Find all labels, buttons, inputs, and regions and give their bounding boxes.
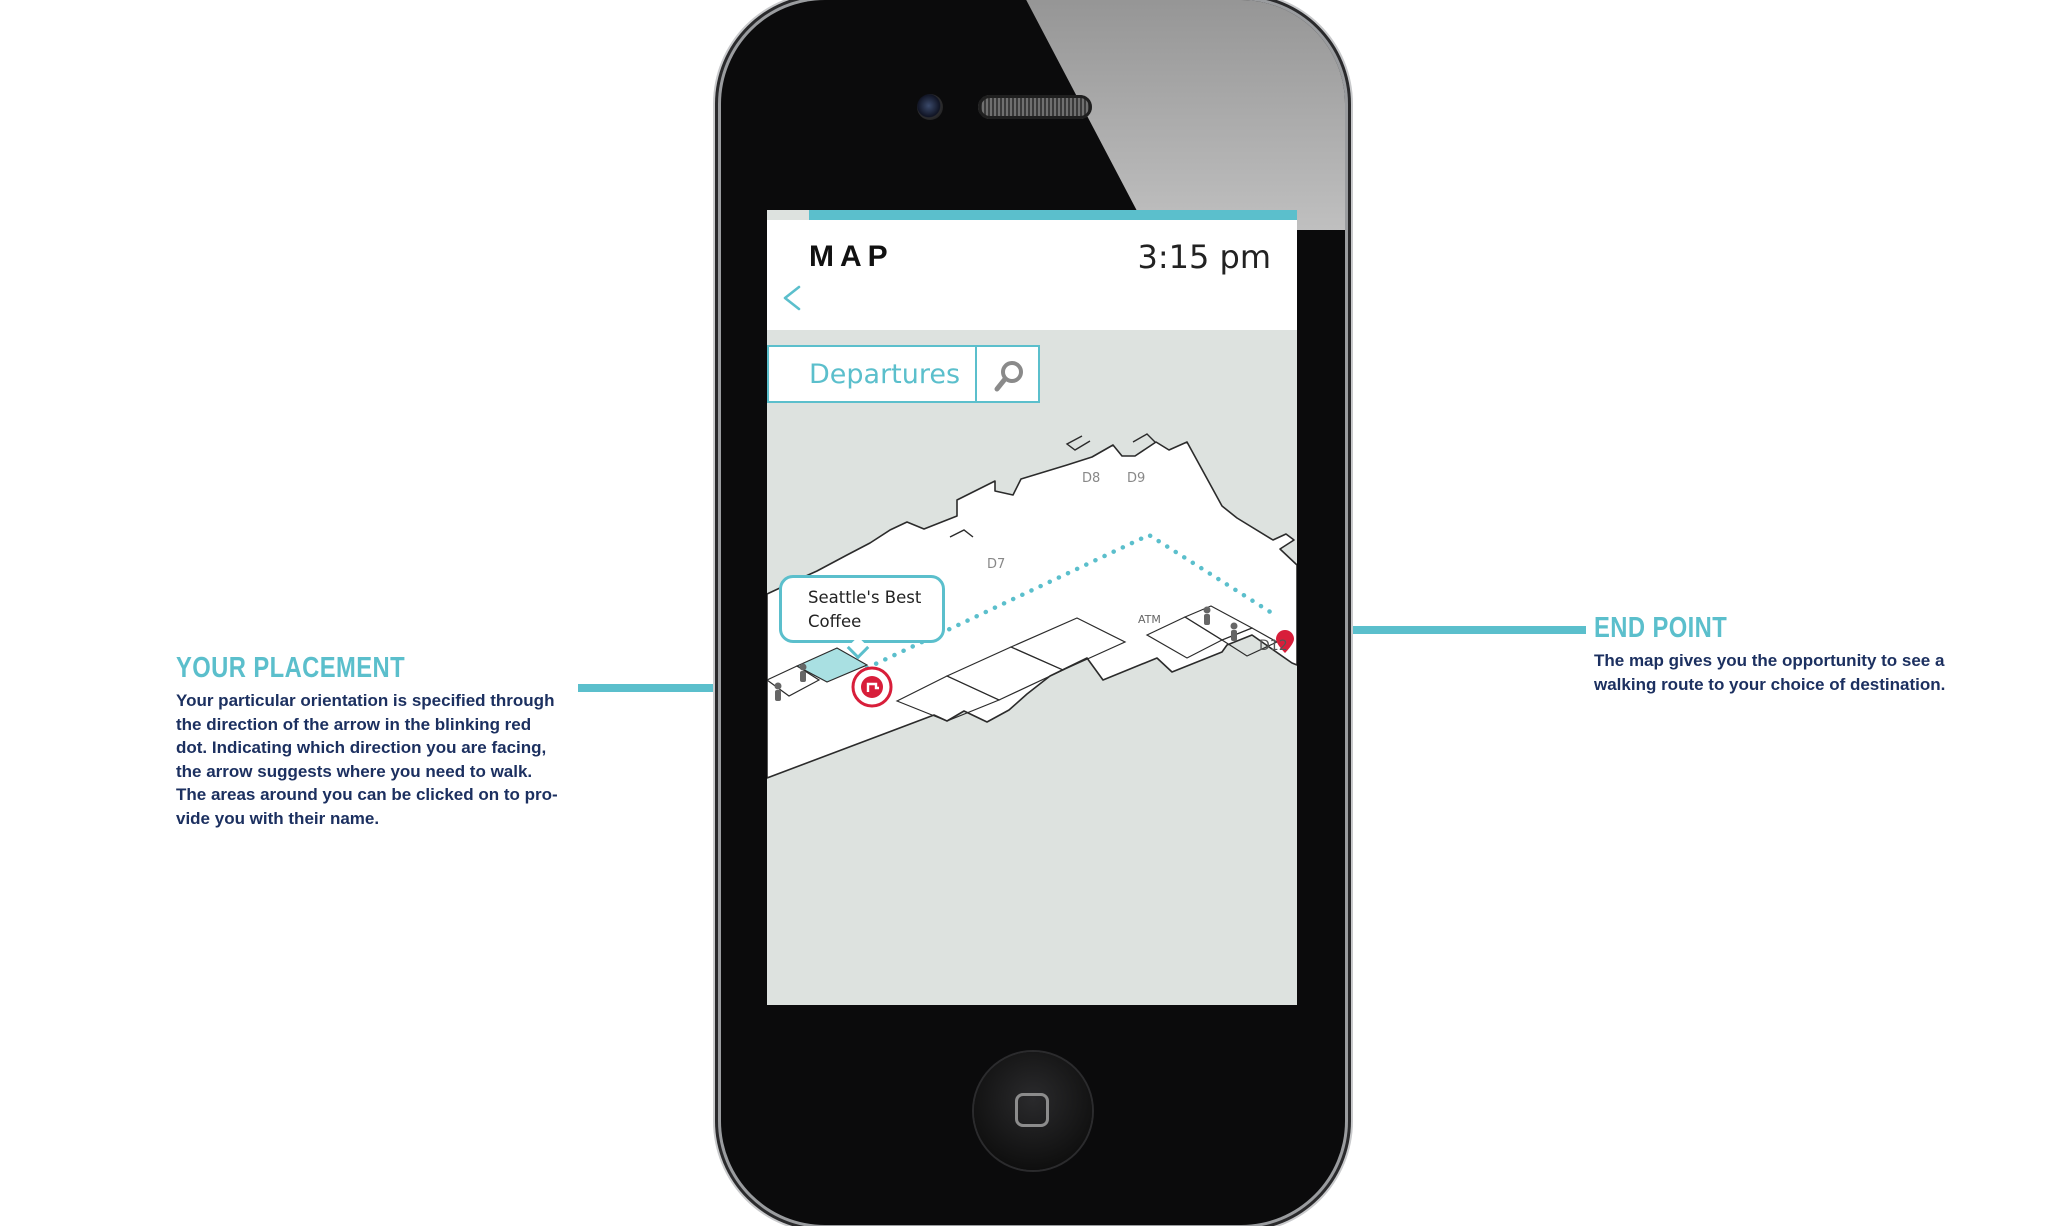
- annotation-line: The map gives you the opportunity to see…: [1594, 651, 1945, 670]
- clock-time: 3:15 pm: [1137, 238, 1271, 276]
- earpiece-speaker: [978, 95, 1092, 119]
- gate-label-d8[interactable]: D8: [1082, 471, 1100, 486]
- annotation-line: The areas around you can be clicked on t…: [176, 785, 558, 804]
- person-icon: [1203, 606, 1211, 625]
- atm-label[interactable]: ATM: [1138, 613, 1161, 626]
- person-icon: [774, 682, 782, 701]
- search-input[interactable]: [767, 345, 977, 403]
- mute-switch: [715, 108, 723, 160]
- poi-seattles-best-coffee-area[interactable]: [795, 647, 869, 683]
- person-icon: [1230, 622, 1238, 641]
- search-icon: [994, 361, 1023, 392]
- poi-callout[interactable]: Seattle's Best Coffee: [779, 575, 945, 643]
- gate-label-d12[interactable]: D12: [1259, 638, 1288, 654]
- annotation-line: dot. Indicating which direction you are …: [176, 738, 547, 757]
- annotation-title: YOUR PLACEMENT: [176, 652, 406, 684]
- annotation-end-point: END POINT The map gives you the opportun…: [1594, 612, 2014, 696]
- current-location-marker[interactable]: [851, 666, 893, 708]
- search-button[interactable]: [977, 345, 1040, 403]
- poi-callout-line2: Coffee: [808, 612, 862, 631]
- volume-down-button: [715, 344, 723, 392]
- volume-up-button: [715, 234, 723, 282]
- chevron-left-icon[interactable]: [773, 278, 813, 318]
- annotation-your-placement: YOUR PLACEMENT Your particular orientati…: [176, 652, 596, 830]
- annotation-line: the arrow suggests where you need to wal…: [176, 761, 533, 781]
- concourse-floor[interactable]: [767, 441, 1297, 779]
- app-screen: D8 D9 D7 D12 ATM Seattle's Best Coffee M…: [767, 210, 1297, 1005]
- walking-route: [864, 532, 1278, 671]
- annotation-line: Your particular orientation is specified…: [176, 691, 555, 710]
- leader-line-right: [1318, 626, 1586, 634]
- location-arrow-icon: [866, 682, 879, 692]
- app-header: MAP 3:15 pm: [767, 220, 1297, 330]
- gate-label-d9[interactable]: D9: [1127, 471, 1145, 486]
- front-camera-icon: [917, 94, 943, 120]
- annotation-body: The map gives you the opportunity to see…: [1594, 649, 2014, 696]
- leader-line-left: [578, 684, 846, 692]
- annotation-line: the direction of the arrow in the blinki…: [176, 714, 532, 734]
- home-square-icon: [1015, 1093, 1049, 1127]
- header-accent-bar: [809, 210, 1297, 220]
- annotation-body: Your particular orientation is specified…: [176, 689, 596, 830]
- poi-callout-line1: Seattle's Best: [808, 588, 922, 607]
- terminal-map[interactable]: D8 D9 D7 D12 ATM: [767, 210, 1297, 1005]
- person-icon: [799, 663, 807, 682]
- annotation-line: walking route to your choice of destinat…: [1594, 674, 1946, 694]
- annotation-line: vide you with their name.: [176, 808, 380, 828]
- home-button[interactable]: [974, 1052, 1092, 1170]
- annotation-title: END POINT: [1594, 612, 1728, 644]
- gate-label-d7[interactable]: D7: [987, 557, 1005, 572]
- page-title: MAP: [809, 240, 894, 273]
- end-point-pin-icon[interactable]: [1276, 630, 1294, 653]
